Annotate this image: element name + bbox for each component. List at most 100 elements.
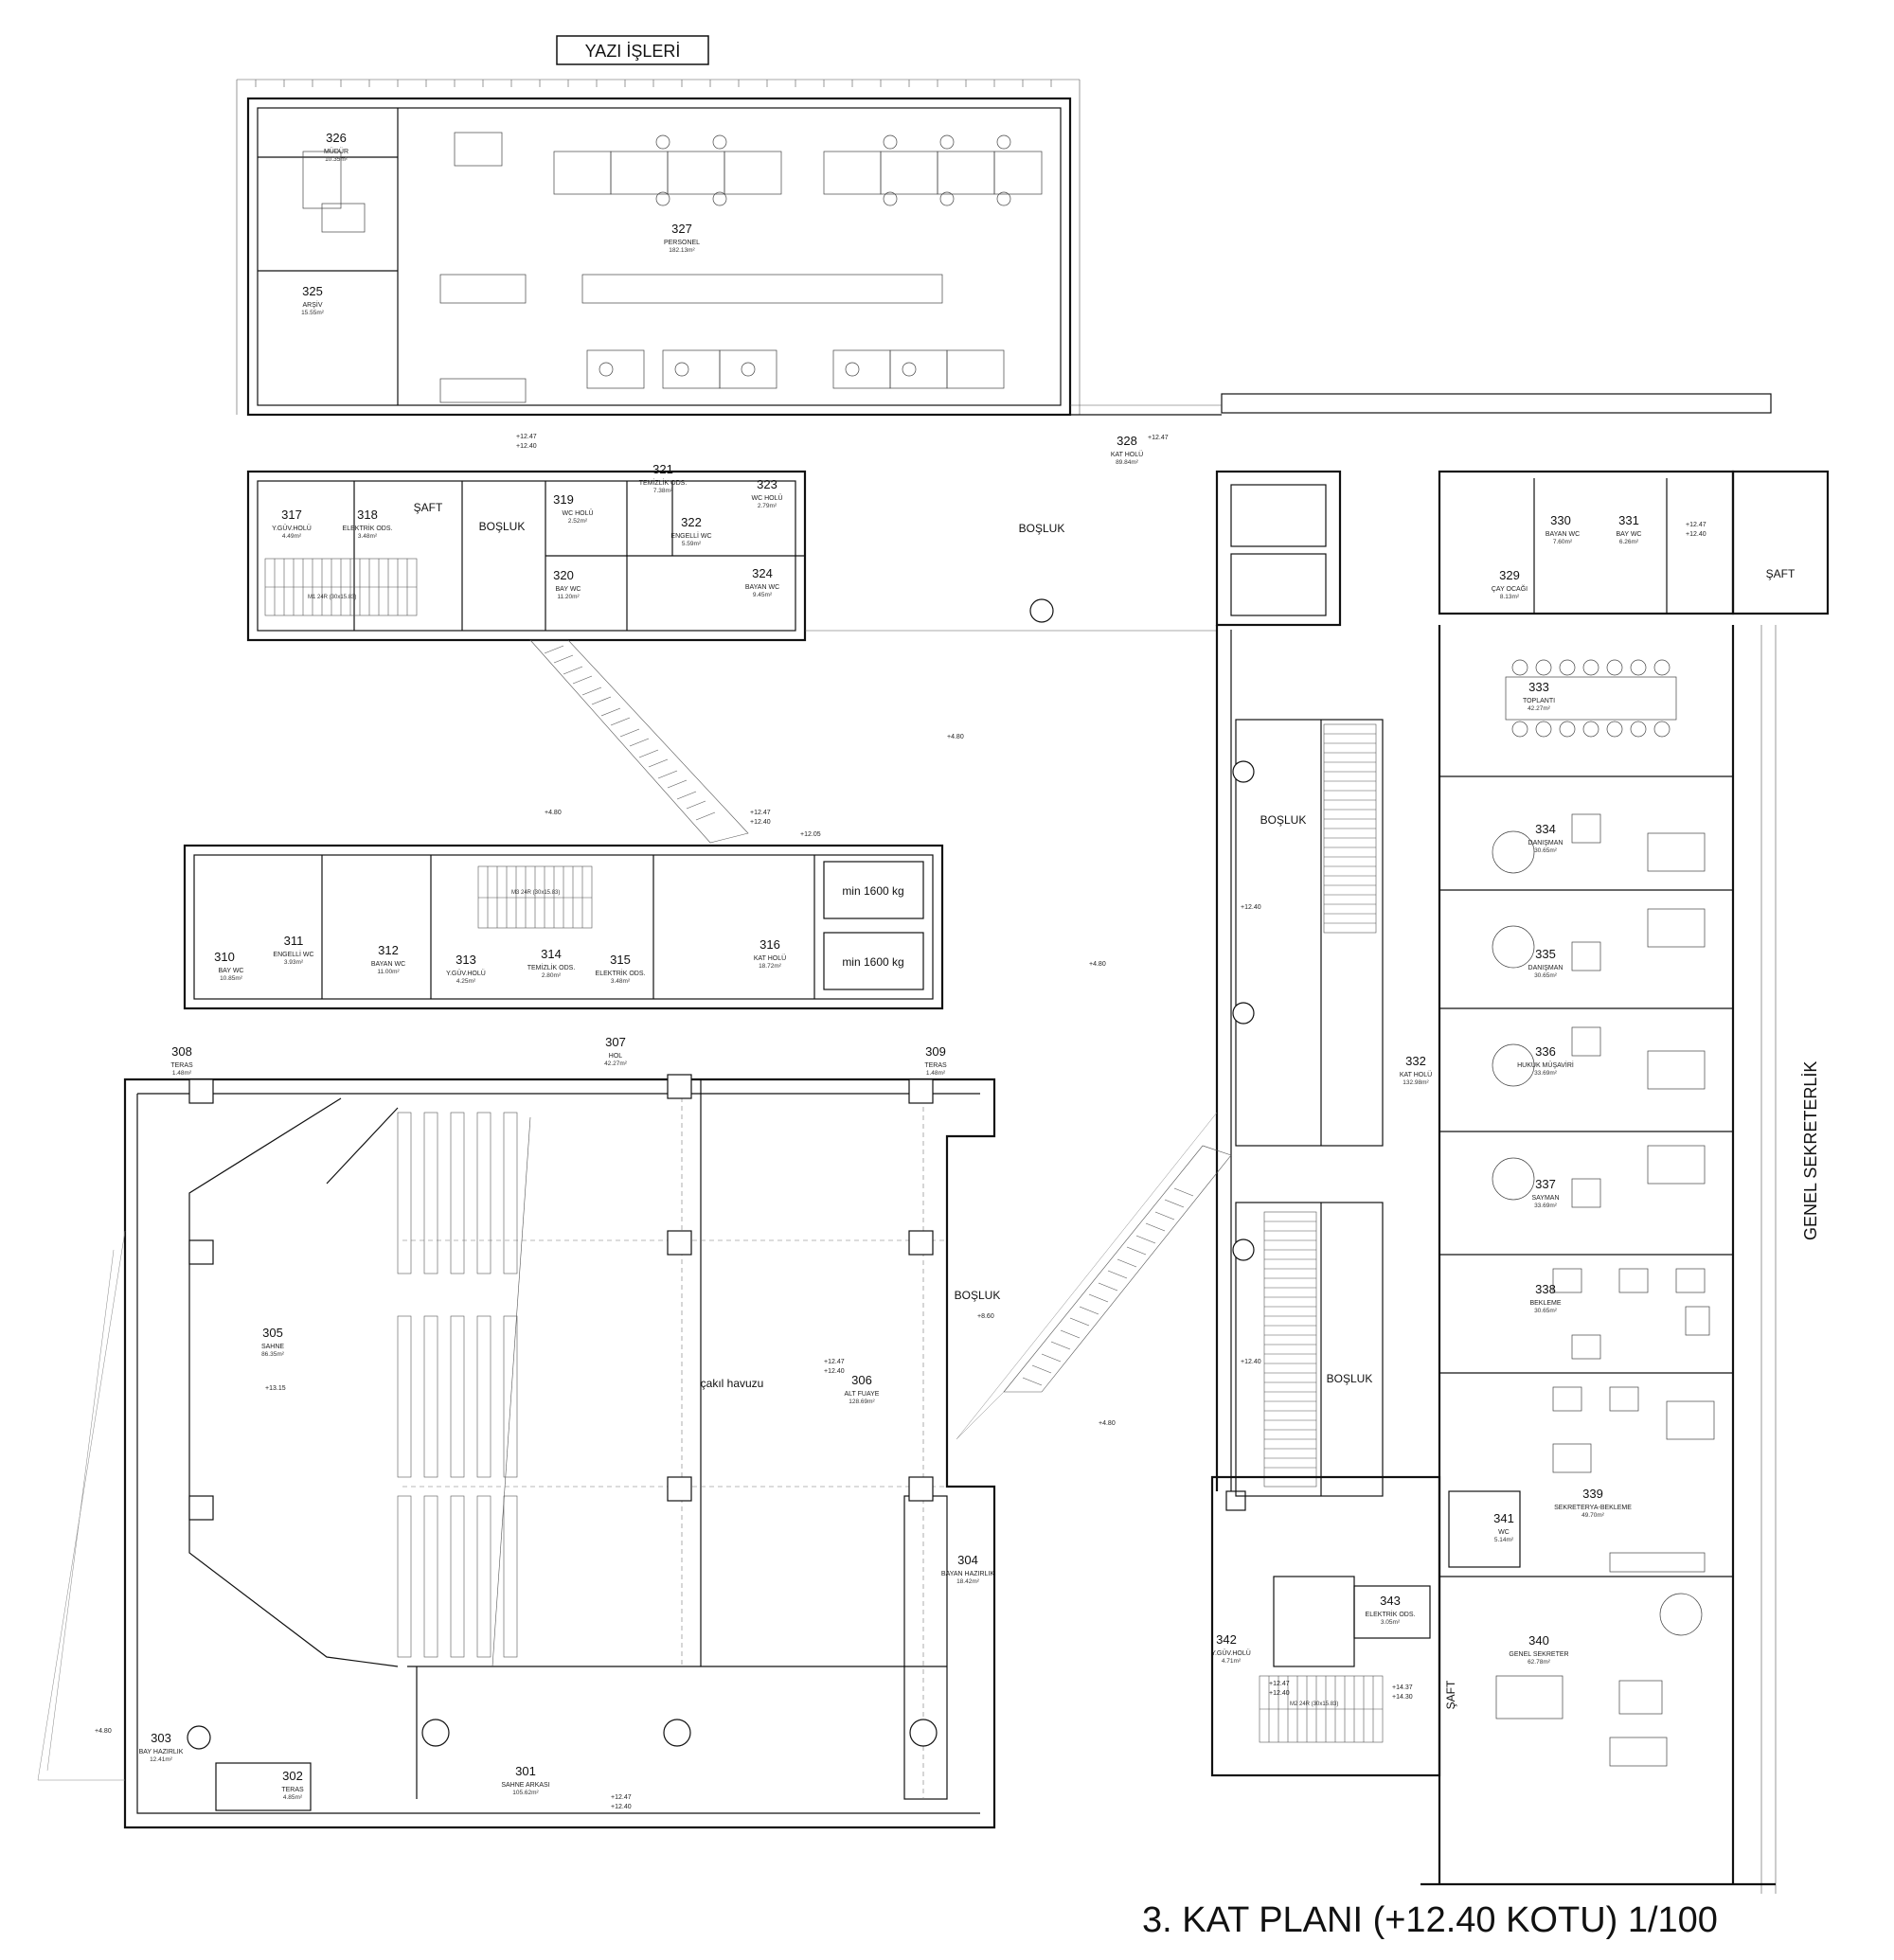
room-area-341: 5.14m² bbox=[1494, 1537, 1514, 1543]
void-label-3: BOŞLUK bbox=[1260, 813, 1307, 827]
stair-m1-label: M1 24R (30x15.83) bbox=[308, 595, 356, 600]
room-name-322: ENGELLİ WC bbox=[670, 531, 711, 540]
room-number-311: 311 bbox=[284, 934, 304, 948]
core-north: M1 24R (30x15.83) 317 Y.GÜV.HOLÜ 4.49m² … bbox=[246, 462, 1064, 642]
room-area-321: 7.38m² bbox=[653, 488, 673, 494]
room-area-314: 2.80m² bbox=[542, 972, 562, 979]
level-corr-a: +12.47 bbox=[516, 434, 537, 440]
corridor-328: 328 KAT HOLÜ 89.84m² +12.47 +12.47 +12.4… bbox=[248, 393, 1772, 466]
room-name-318: ELEKTRİK ODS. bbox=[343, 524, 393, 532]
auditorium: çakıl havuzu 305 SAHNE 86.35m² +13.15 30… bbox=[37, 1074, 1000, 1829]
room-name-325: ARŞİV bbox=[302, 300, 322, 309]
room-number-307: 307 bbox=[605, 1035, 626, 1049]
stair-m1 bbox=[264, 558, 418, 616]
room-area-325: 15.55m² bbox=[301, 310, 325, 316]
column bbox=[667, 1476, 692, 1502]
room-name-326: MÜDÜR bbox=[324, 148, 348, 155]
room-number-313: 313 bbox=[456, 953, 476, 967]
room-area-324: 9.45m² bbox=[753, 592, 773, 598]
room-number-308: 308 bbox=[171, 1044, 192, 1059]
office-furniture bbox=[1492, 813, 1715, 1767]
room-number-310: 310 bbox=[214, 950, 235, 964]
room-area-315: 3.48m² bbox=[611, 978, 631, 985]
room-number-332: 332 bbox=[1405, 1054, 1426, 1068]
room-name-304: BAYAN HAZIRLIK bbox=[941, 1571, 994, 1577]
column bbox=[1232, 1002, 1255, 1025]
shaft-label-1: ŞAFT bbox=[414, 501, 443, 514]
room-name-335: DANIŞMAN bbox=[1528, 965, 1563, 971]
room-number-336: 336 bbox=[1535, 1044, 1556, 1059]
room-number-328: 328 bbox=[1117, 434, 1137, 448]
stair-central bbox=[1263, 723, 1377, 1488]
stair-m2-label: M2 24R (30x15.83) bbox=[1290, 1702, 1338, 1707]
room-area-343: 3.05m² bbox=[1381, 1619, 1401, 1626]
section-genel-sekreterlik: GENEL SEKRETERLİK bbox=[1801, 1061, 1820, 1240]
room-name-307: HOL bbox=[609, 1053, 623, 1060]
core-north-east: 329 ÇAY OCAĞI 8.13m² 330 BAYAN WC 7.60m²… bbox=[805, 470, 1830, 632]
room-name-314: TEMİZLİK ODS. bbox=[527, 963, 576, 971]
room-name-327: PERSONEL bbox=[664, 240, 700, 246]
room-area-312: 11.00m² bbox=[377, 969, 400, 975]
section-label-box bbox=[556, 35, 709, 65]
room-name-301: SAHNE ARKASI bbox=[501, 1782, 549, 1789]
room-area-322: 5.59m² bbox=[682, 541, 702, 547]
room-number-324: 324 bbox=[752, 566, 773, 580]
room-number-303: 303 bbox=[151, 1731, 171, 1745]
shaft-label-2: ŞAFT bbox=[1766, 567, 1796, 580]
room-name-334: DANIŞMAN bbox=[1528, 840, 1563, 846]
room-name-332: KAT HOLÜ bbox=[1400, 1071, 1432, 1078]
room-area-306: 128.69m² bbox=[849, 1399, 875, 1405]
column bbox=[188, 1239, 214, 1265]
level-se-b: +12.40 bbox=[1269, 1690, 1290, 1697]
room-name-316: KAT HOLÜ bbox=[754, 954, 786, 962]
room-number-306: 306 bbox=[851, 1373, 872, 1387]
column bbox=[667, 1074, 692, 1099]
level-ne-b: +12.40 bbox=[1686, 531, 1706, 538]
room-area-313: 4.25m² bbox=[456, 978, 476, 985]
room-number-335: 335 bbox=[1535, 947, 1556, 961]
room-number-339: 339 bbox=[1582, 1487, 1603, 1501]
room-number-309: 309 bbox=[925, 1044, 946, 1059]
room-number-327: 327 bbox=[671, 222, 692, 236]
lift-capacity-a: min 1600 kg bbox=[842, 884, 903, 898]
room-area-301: 105.62m² bbox=[512, 1790, 539, 1796]
column bbox=[667, 1230, 692, 1256]
level-void-e: +8.60 bbox=[977, 1313, 994, 1320]
room-number-333: 333 bbox=[1528, 680, 1549, 694]
room-name-321: TEMİZLİK ODS. bbox=[639, 478, 688, 487]
room-name-336: HUKUK MÜŞAVİRİ bbox=[1517, 1060, 1574, 1069]
column bbox=[188, 1495, 214, 1521]
room-area-337: 33.69m² bbox=[1534, 1203, 1558, 1209]
terraces: 308 TERAS 1.48m² 309 TERAS 1.48m² 307 HO… bbox=[170, 1035, 947, 1077]
room-name-309: TERAS bbox=[924, 1062, 947, 1069]
room-area-328: 89.84m² bbox=[1116, 459, 1139, 466]
room-number-317: 317 bbox=[281, 508, 302, 522]
room-area-302: 4.85m² bbox=[283, 1794, 303, 1801]
room-area-303: 12.41m² bbox=[150, 1756, 173, 1763]
genel-sekreterlik-wing: 333 TOPLANTI 42.27m² 334 DANIŞMAN 30.65m… bbox=[1420, 625, 1820, 1894]
room-name-320: BAY WC bbox=[556, 586, 581, 593]
pebble-pool-label: çakıl havuzu bbox=[701, 1377, 764, 1390]
room-area-340: 62.78m² bbox=[1528, 1659, 1551, 1666]
auditorium-seating bbox=[397, 1112, 531, 1667]
room-number-323: 323 bbox=[757, 477, 777, 491]
room-number-320: 320 bbox=[553, 568, 574, 582]
shaft-label-3: ŞAFT bbox=[1444, 1680, 1457, 1709]
column bbox=[909, 1719, 938, 1747]
room-area-342: 4.71m² bbox=[1222, 1658, 1242, 1665]
room-area-330: 7.60m² bbox=[1553, 539, 1573, 545]
stair-m3 bbox=[477, 865, 593, 929]
column bbox=[663, 1719, 691, 1747]
room-area-316: 18.72m² bbox=[759, 963, 782, 970]
room-name-328: KAT HOLÜ bbox=[1111, 451, 1143, 458]
room-number-312: 312 bbox=[378, 943, 399, 957]
column bbox=[1232, 760, 1255, 783]
room-number-326: 326 bbox=[326, 131, 347, 145]
room-area-307: 42.27m² bbox=[604, 1060, 628, 1067]
room-name-319: WC HOLÜ bbox=[562, 509, 593, 517]
room-number-319: 319 bbox=[553, 492, 574, 507]
room-name-338: BEKLEME bbox=[1529, 1300, 1561, 1307]
level-void-a: +4.80 bbox=[1089, 961, 1106, 968]
level-se-a: +12.47 bbox=[1269, 1681, 1290, 1687]
column bbox=[908, 1476, 934, 1502]
